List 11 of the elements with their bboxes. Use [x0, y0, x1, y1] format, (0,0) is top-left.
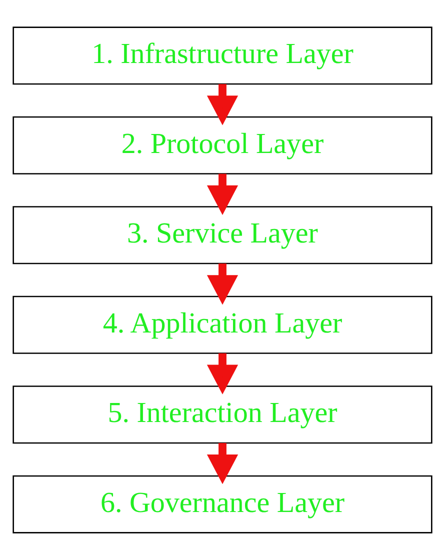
node-box: 3. Service Layer: [12, 206, 432, 264]
node-box: 5. Interaction Layer: [12, 386, 432, 444]
node-box: 6. Governance Layer: [12, 475, 432, 534]
arrow: [206, 84, 238, 126]
node-box: 1. Infrastructure Layer: [12, 26, 432, 85]
arrow: [206, 443, 238, 484]
node-box: 2. Protocol Layer: [12, 116, 432, 174]
arrow: [206, 174, 238, 215]
arrow: [206, 264, 238, 305]
node-box: 4. Application Layer: [12, 296, 432, 354]
arrow: [206, 353, 238, 394]
